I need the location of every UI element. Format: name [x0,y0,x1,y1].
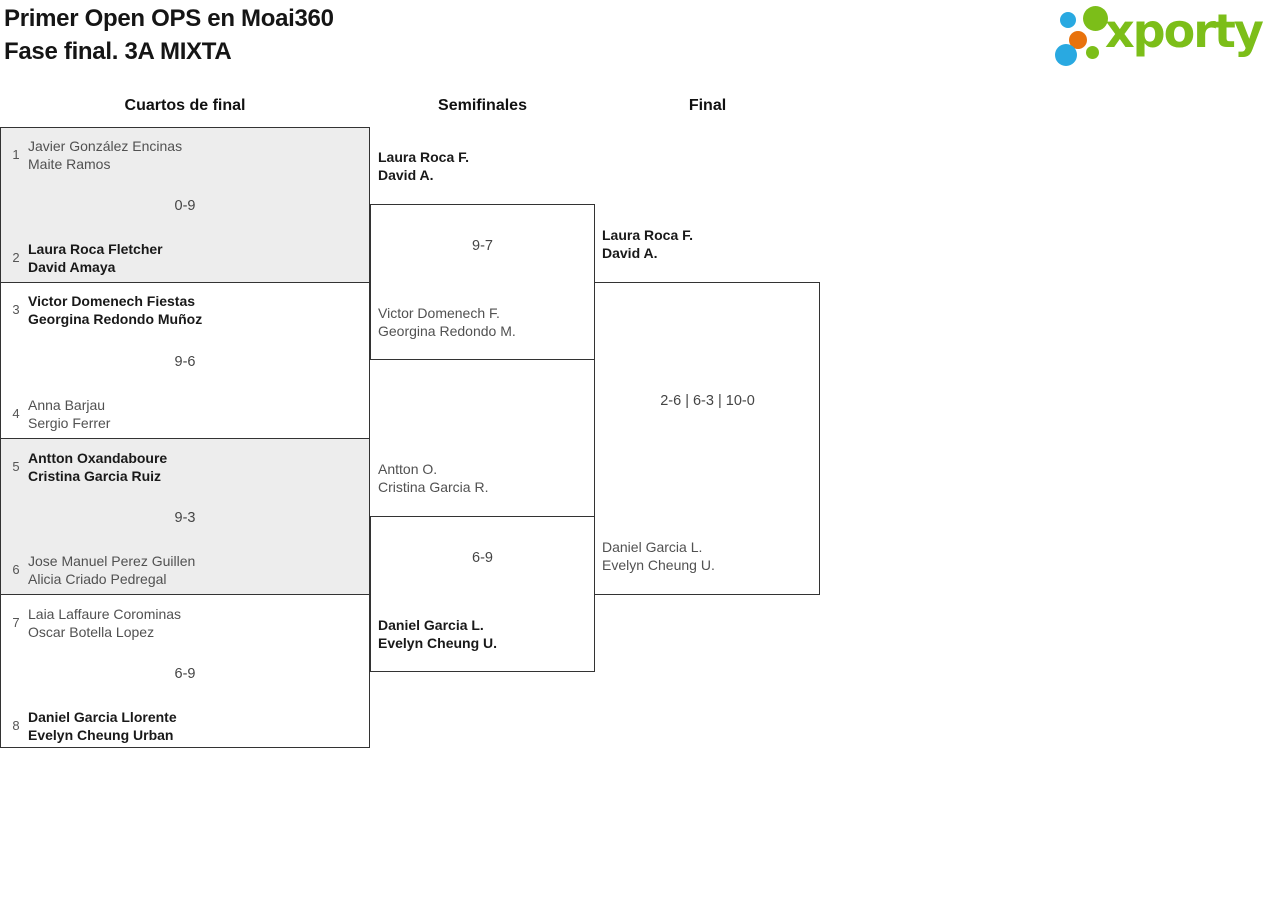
player-name: Evelyn Cheung Urban [28,727,174,743]
team-pair-winner: Daniel Garcia Llorente Evelyn Cheung Urb… [28,708,177,744]
tournament-title: Primer Open OPS en Moai360 [4,5,334,32]
team-pair: Jose Manuel Perez Guillen Alicia Criado … [28,552,195,588]
seed-number: 1 [12,147,20,162]
player-name: Oscar Botella Lopez [28,624,155,640]
logo-wordmark: xporty [1105,4,1264,58]
player-name: Georgina Redondo M. [378,323,516,339]
seed-number: 6 [12,562,20,577]
team-pair-winner: Antton Oxandaboure Cristina Garcia Ruiz [28,449,167,485]
match-quarterfinal-1[interactable]: 1 Javier González Encinas Maite Ramos 0-… [0,127,370,283]
match-semifinal-1[interactable] [370,204,595,360]
player-name: Sergio Ferrer [28,415,111,431]
seed-number: 5 [12,459,20,474]
player-name: Laura Roca Fletcher [28,241,163,257]
player-name: Alicia Criado Pedregal [28,571,167,587]
team-pair: Laia Laffaure Corominas Oscar Botella Lo… [28,605,181,641]
team-pair: Anna Barjau Sergio Ferrer [28,396,110,432]
match-score: 6-9 [472,550,493,566]
match-quarterfinal-2[interactable]: 3 Victor Domenech Fiestas Georgina Redon… [0,282,370,439]
seed-number: 2 [12,250,20,265]
sf2-team-bottom-winner: Daniel Garcia L. Evelyn Cheung U. [378,616,497,652]
round-header-final: Final [688,97,727,114]
match-final[interactable] [594,282,820,595]
match-score: 9-3 [174,510,196,526]
logo-dot-green-small-icon [1086,46,1099,59]
player-name: Cristina Garcia R. [378,479,489,495]
final-team-top-winner: Laura Roca F. David A. [602,226,693,262]
round-header-semifinales: Semifinales [438,97,527,114]
seed-number: 4 [12,406,20,421]
player-name: David A. [378,167,434,183]
logo-dot-green-large-icon [1083,6,1108,31]
team-pair: Javier González Encinas Maite Ramos [28,137,182,173]
player-name: Victor Domenech F. [378,305,500,321]
player-name: Laura Roca F. [602,227,694,243]
match-score: 9-6 [174,354,196,370]
sf1-team-top-winner: Laura Roca F. David A. [378,148,469,184]
match-quarterfinal-3[interactable]: 5 Antton Oxandaboure Cristina Garcia Rui… [0,438,370,595]
round-header-cuartos: Cuartos de final [124,97,246,114]
logo-dot-blue-large-icon [1055,44,1077,66]
logo-dot-blue-small-icon [1060,12,1076,28]
final-team-bottom: Daniel Garcia L. Evelyn Cheung U. [602,538,715,574]
player-name: Javier González Encinas [28,138,183,154]
seed-number: 7 [12,615,20,630]
seed-number: 8 [12,718,20,733]
player-name: David Amaya [28,259,116,275]
xporty-logo[interactable]: xporty [1055,0,1280,72]
match-score: 9-7 [472,238,493,254]
player-name: Victor Domenech Fiestas [28,293,196,309]
player-name: Laura Roca F. [378,149,470,165]
player-name: Evelyn Cheung U. [378,635,498,651]
player-name: Maite Ramos [28,156,111,172]
sf2-team-top: Antton O. Cristina Garcia R. [378,460,488,496]
seed-number: 3 [12,302,20,317]
logo-dot-orange-icon [1069,31,1087,49]
player-name: Georgina Redondo Muñoz [28,311,203,327]
player-name: Daniel Garcia Llorente [28,709,177,725]
match-score: 0-9 [174,198,196,214]
player-name: Antton Oxandaboure [28,450,168,466]
player-name: Evelyn Cheung U. [602,557,715,573]
player-name: Anna Barjau [28,397,106,413]
team-pair-winner: Victor Domenech Fiestas Georgina Redondo… [28,292,202,328]
player-name: Cristina Garcia Ruiz [28,468,162,484]
player-name: Antton O. [378,461,438,477]
player-name: David A. [602,245,658,261]
match-score: 2-6 | 6-3 | 10-0 [660,393,755,409]
player-name: Daniel Garcia L. [602,539,703,555]
sf1-team-bottom: Victor Domenech F. Georgina Redondo M. [378,304,516,340]
match-quarterfinal-4[interactable]: 7 Laia Laffaure Corominas Oscar Botella … [0,594,370,748]
player-name: Laia Laffaure Corominas [28,606,182,622]
team-pair-winner: Laura Roca Fletcher David Amaya [28,240,163,276]
page-title-block: Primer Open OPS en Moai360 Fase final. 3… [4,2,334,68]
player-name: Daniel Garcia L. [378,617,484,633]
player-name: Jose Manuel Perez Guillen [28,553,196,569]
match-score: 6-9 [174,666,196,682]
phase-subtitle: Fase final. 3A MIXTA [4,38,232,65]
